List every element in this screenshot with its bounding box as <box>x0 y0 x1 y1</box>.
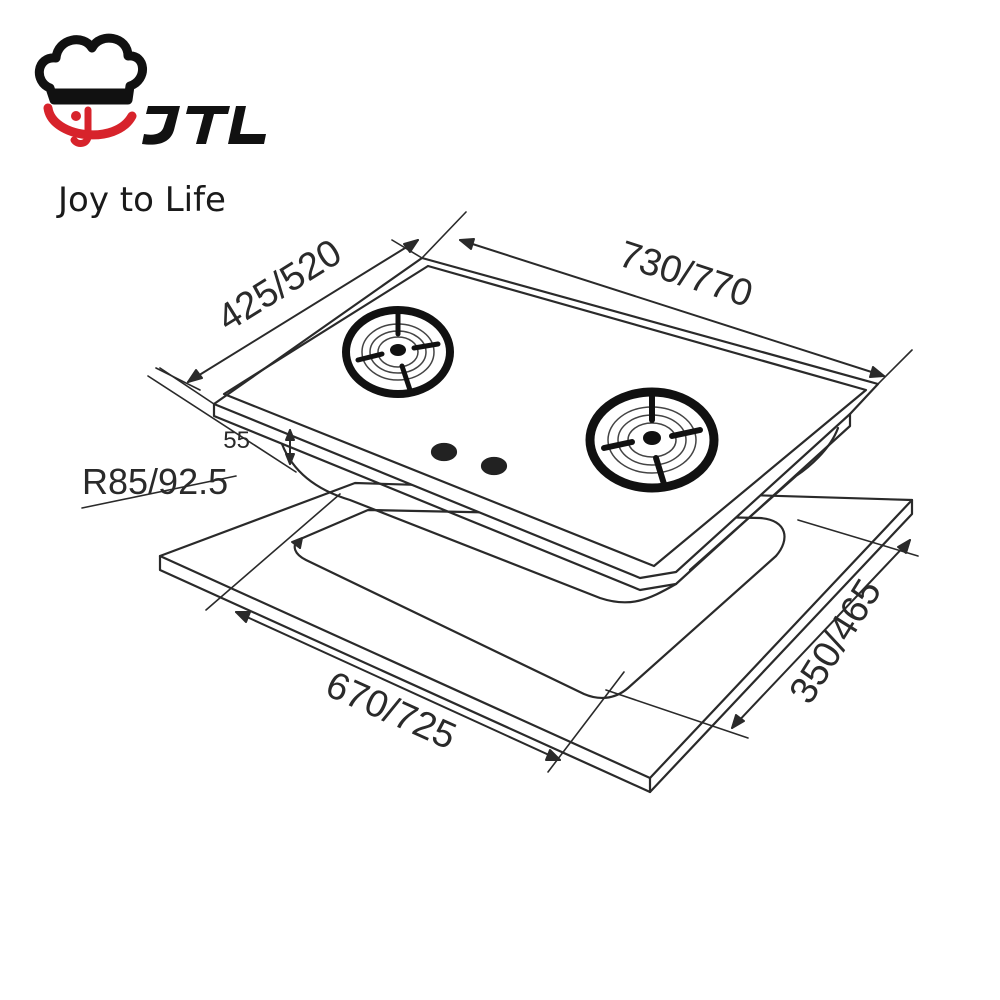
burner-right <box>585 387 719 493</box>
control-knobs <box>430 442 508 476</box>
control-knob-left <box>430 442 458 462</box>
cutout-panel <box>158 481 914 794</box>
dimension-label-height: 55 <box>223 427 250 454</box>
control-knob-right <box>480 456 508 476</box>
chef-hat-icon <box>35 33 266 147</box>
dimension-label-radius: R85/92.5 <box>82 461 228 502</box>
dimension-label-width: 730/770 <box>614 233 758 315</box>
burner-left <box>342 306 454 398</box>
dimension-lines <box>187 238 911 761</box>
extension-lines <box>81 211 919 773</box>
hob-body <box>212 256 880 604</box>
brand-logo: Joy to Life <box>30 20 290 220</box>
brand-tagline: Joy to Life <box>58 180 226 220</box>
